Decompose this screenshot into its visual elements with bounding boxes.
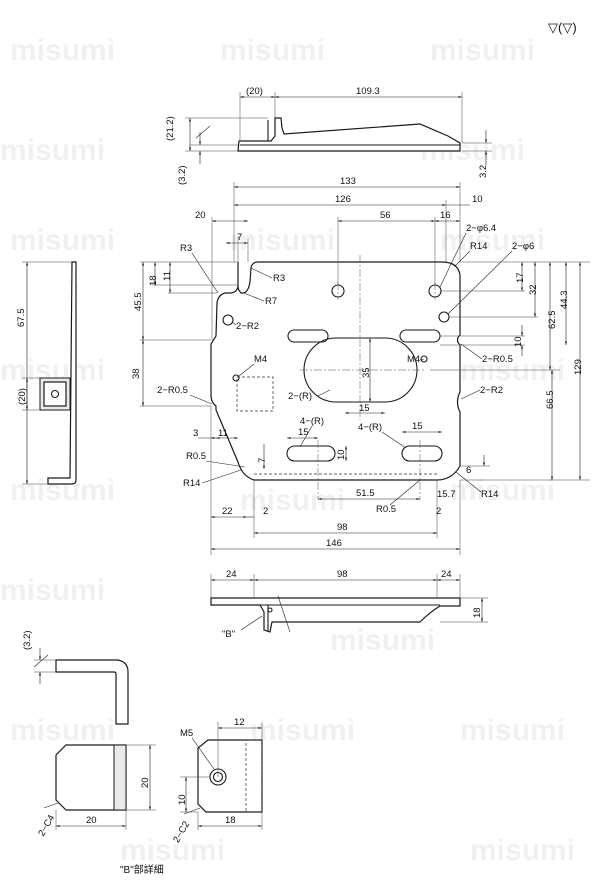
watermark-text: misumi	[10, 714, 115, 747]
dim-label: (3.2)	[177, 165, 188, 185]
dim-label: 10	[513, 336, 524, 347]
dim-label: 11	[218, 428, 228, 439]
detail-b: (3.2) 20 20 2−C4 M5 12 10 18 2−C2	[22, 630, 263, 876]
dim-label: 10	[472, 194, 483, 205]
dim-label: 133	[340, 176, 356, 187]
watermark-text: misumi	[10, 34, 115, 67]
callout-label: 2−R2	[480, 385, 503, 396]
callout-label: M4	[407, 354, 420, 365]
detail-caption: "B"部詳細	[120, 863, 164, 876]
callout-label: M4	[254, 354, 267, 365]
watermark-text: misumi	[0, 574, 105, 607]
dim-label: 38	[131, 368, 142, 379]
dim-label: 10	[177, 794, 188, 805]
dim-label: 22	[222, 506, 233, 517]
dim-label: 3.2	[478, 165, 489, 178]
dim-label: 11	[162, 271, 173, 281]
callout-label: 2−φ6.4	[466, 223, 496, 234]
watermark-text: misumi	[120, 834, 225, 867]
dim-label: 3	[193, 428, 198, 439]
callout-label: 2−C4	[36, 813, 57, 838]
callout-label: M5	[180, 728, 193, 739]
dim-label: 32	[528, 284, 539, 295]
dim-label: 20	[195, 210, 206, 221]
dim-label: 20	[86, 815, 97, 826]
dim-label: 2	[263, 506, 268, 517]
dim-label: 66.5	[545, 391, 556, 410]
side-view: 67.5 (20)	[16, 261, 77, 485]
callout-label: 4−(R)	[300, 416, 324, 427]
watermark-text: misumi	[440, 224, 545, 257]
watermark-text: misumi	[450, 474, 555, 507]
dim-label: (20)	[17, 388, 28, 405]
callout-label: R14	[481, 489, 498, 500]
watermark-text: misumi	[250, 714, 355, 747]
watermark-text: misumi	[460, 354, 565, 387]
dim-label: 7	[257, 458, 268, 463]
watermark-text: misumi	[430, 34, 535, 67]
dim-label: 15.7	[437, 489, 456, 500]
dim-label: 67.5	[16, 309, 27, 328]
watermark-text: misumi	[240, 484, 345, 517]
callout-label: 2−R2	[236, 321, 259, 332]
top-view: (20) 109.3 (21.2) (3.2) 3.2	[165, 86, 492, 185]
dim-label: 18	[472, 607, 483, 618]
dim-label: 24	[441, 569, 452, 580]
dim-label: 51.5	[356, 488, 375, 499]
dim-label: 45.5	[133, 293, 144, 312]
callout-label: R14	[183, 478, 200, 489]
dim-label: 98	[337, 522, 348, 533]
dim-label: 56	[380, 210, 391, 221]
watermark-text: misumi	[460, 714, 565, 747]
dim-label: 62.5	[547, 311, 558, 330]
callout-label: R7	[265, 296, 277, 307]
watermark-text: misumi	[220, 34, 325, 67]
dim-label: (20)	[246, 86, 263, 97]
dim-label: 15	[359, 403, 370, 414]
dim-label: (21.2)	[165, 116, 176, 141]
watermark-text: misumi	[330, 624, 435, 657]
dim-label: 10	[336, 449, 347, 460]
dim-label: 6	[466, 465, 471, 476]
bottom-view: 24 98 24 18 "B"	[210, 569, 488, 640]
callout-label: R0.5	[186, 451, 206, 462]
dim-label: 126	[335, 194, 351, 205]
surface-finish-symbol: ▽(▽)	[548, 20, 577, 35]
callout-label: R14	[470, 241, 487, 252]
dim-label: 15	[298, 427, 309, 438]
dim-label: 16	[440, 210, 451, 221]
dim-label: 7	[237, 232, 242, 243]
watermark-text: misumi	[470, 834, 575, 867]
dim-label: (3.2)	[22, 630, 33, 650]
callout-label: R3	[180, 243, 192, 254]
dim-label: 129	[573, 359, 584, 375]
dim-label: 20	[140, 777, 151, 788]
dim-label: 109.3	[356, 86, 380, 97]
watermark-text: misumi	[230, 224, 335, 257]
dim-label: 15	[412, 421, 423, 432]
watermark-text: misumi	[10, 224, 115, 257]
callout-label: 2−φ6	[512, 241, 534, 252]
callout-label: R3	[273, 273, 285, 284]
dim-label: 98	[337, 569, 348, 580]
callout-label: 4−(R)	[358, 422, 382, 433]
dim-label: 12	[234, 717, 245, 728]
dim-label: 18	[225, 815, 236, 826]
detail-reference-label: "B"	[222, 629, 235, 640]
callout-label: 2−(R)	[288, 391, 312, 402]
callout-label: R0.5	[376, 504, 396, 515]
dim-label: 18	[148, 275, 159, 286]
dim-label: 35	[361, 367, 372, 378]
callout-label: 2−R0.5	[482, 354, 513, 365]
main-view: 133 126 10 20 56 16 2−φ6.4 R14 2−φ6 R3 7…	[131, 176, 590, 555]
dim-label: 24	[226, 569, 237, 580]
dim-label: 44.3	[559, 291, 570, 310]
dim-label: 2	[436, 506, 441, 517]
dim-label: 146	[326, 538, 342, 549]
dim-label: 17	[515, 272, 526, 283]
watermark-text: misumi	[0, 134, 105, 167]
callout-label: 2−R0.5	[157, 385, 188, 396]
